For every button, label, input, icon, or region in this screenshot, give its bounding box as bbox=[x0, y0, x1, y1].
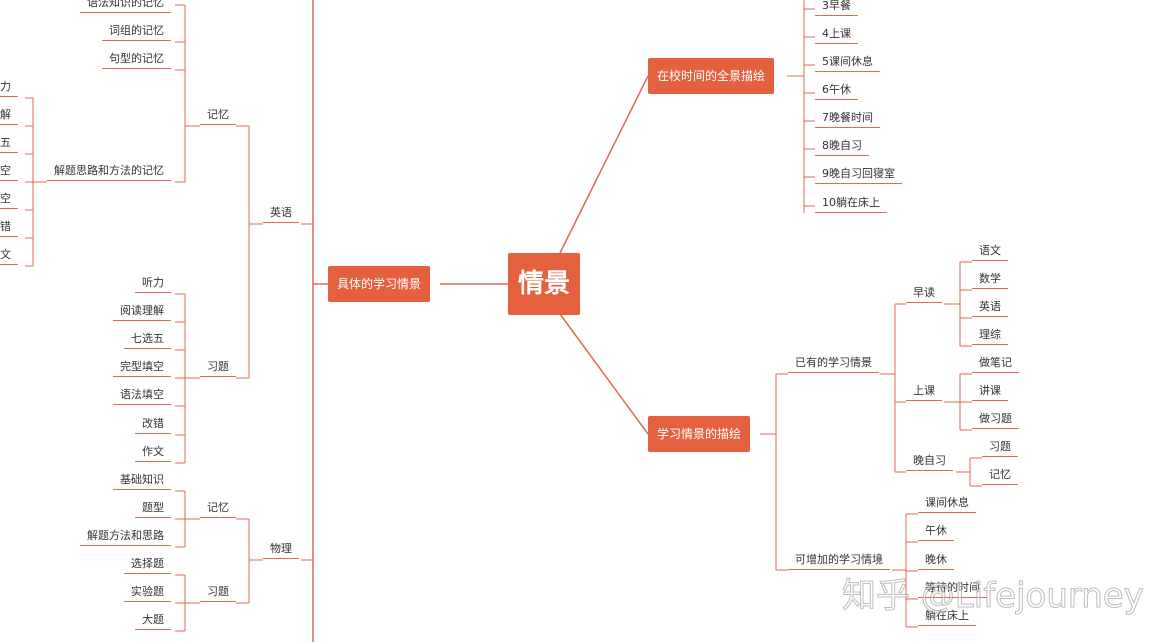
list-item[interactable]: 实验题 bbox=[124, 581, 171, 602]
list-item[interactable]: 6午休 bbox=[815, 79, 858, 100]
list-item[interactable]: 选择题 bbox=[124, 553, 171, 574]
list-item[interactable]: 做笔记 bbox=[972, 352, 1019, 373]
main-node-school-time[interactable]: 在校时间的全景描绘 bbox=[648, 58, 775, 94]
list-item[interactable]: 句型的记忆 bbox=[102, 48, 171, 69]
list-item[interactable]: 文 bbox=[0, 244, 18, 265]
list-item[interactable]: 晚休 bbox=[918, 549, 954, 570]
list-item[interactable]: 大题 bbox=[135, 609, 171, 630]
node-class[interactable]: 上课 bbox=[906, 380, 942, 401]
node-physics[interactable]: 物理 bbox=[263, 538, 299, 559]
list-item[interactable]: 躺在床上 bbox=[918, 605, 976, 626]
node-evening-study[interactable]: 晚自习 bbox=[906, 450, 953, 471]
list-item[interactable]: 完型填空 bbox=[113, 356, 171, 377]
list-item[interactable]: 解题方法和思路 bbox=[80, 525, 171, 546]
node-morning-reading[interactable]: 早读 bbox=[906, 282, 942, 303]
list-item[interactable]: 理综 bbox=[972, 324, 1008, 345]
connector-line bbox=[559, 75, 649, 254]
main-node-specific-scenes[interactable]: 具体的学习情景 bbox=[328, 266, 431, 302]
list-item[interactable]: 记忆 bbox=[982, 464, 1018, 485]
list-item[interactable]: 课间休息 bbox=[918, 492, 976, 513]
node-addable-scenes[interactable]: 可增加的学习情境 bbox=[788, 549, 890, 570]
node-english[interactable]: 英语 bbox=[263, 202, 299, 223]
connector-line bbox=[559, 313, 649, 435]
list-item[interactable]: 做习题 bbox=[972, 408, 1019, 429]
list-item[interactable]: 空 bbox=[0, 188, 18, 209]
list-item[interactable]: 英语 bbox=[972, 296, 1008, 317]
node-existing-scenes[interactable]: 已有的学习情景 bbox=[788, 352, 879, 373]
list-item[interactable]: 题型 bbox=[135, 497, 171, 518]
list-item[interactable]: 空 bbox=[0, 160, 18, 181]
list-item[interactable]: 基础知识 bbox=[113, 469, 171, 490]
list-item[interactable]: 3早餐 bbox=[815, 0, 858, 16]
watermark: 知乎 @Lifejourney bbox=[842, 576, 1145, 617]
list-item[interactable]: 数学 bbox=[972, 268, 1008, 289]
main-node-scene-description[interactable]: 学习情景的描绘 bbox=[648, 416, 751, 452]
list-item[interactable]: 8晚自习 bbox=[815, 135, 869, 156]
list-item[interactable]: 习题 bbox=[982, 436, 1018, 457]
node-physics-memory[interactable]: 记忆 bbox=[200, 497, 236, 518]
list-item[interactable]: 午休 bbox=[918, 520, 954, 541]
list-item[interactable]: 等待的时间 bbox=[918, 577, 987, 598]
list-item[interactable]: 五 bbox=[0, 132, 18, 153]
list-item[interactable]: 力 bbox=[0, 76, 18, 97]
list-item[interactable]: 词组的记忆 bbox=[102, 20, 171, 41]
list-item[interactable]: 语法填空 bbox=[113, 384, 171, 405]
list-item[interactable]: 七选五 bbox=[124, 328, 171, 349]
list-item[interactable]: 语法知识的记忆 bbox=[80, 0, 171, 13]
list-item[interactable]: 解题思路和方法的记忆 bbox=[47, 160, 171, 181]
list-item[interactable]: 7晚餐时间 bbox=[815, 107, 880, 128]
list-item[interactable]: 10躺在床上 bbox=[815, 192, 887, 213]
node-english-memory[interactable]: 记忆 bbox=[200, 104, 236, 125]
list-item[interactable]: 5课间休息 bbox=[815, 51, 880, 72]
node-english-exercise[interactable]: 习题 bbox=[200, 356, 236, 377]
list-item[interactable]: 改错 bbox=[135, 413, 171, 434]
list-item[interactable]: 4上课 bbox=[815, 23, 858, 44]
node-physics-exercise[interactable]: 习题 bbox=[200, 581, 236, 602]
list-item[interactable]: 解 bbox=[0, 104, 18, 125]
root-node[interactable]: 情景 bbox=[508, 253, 580, 315]
list-item[interactable]: 作文 bbox=[135, 441, 171, 462]
list-item[interactable]: 讲课 bbox=[972, 380, 1008, 401]
list-item[interactable]: 听力 bbox=[135, 272, 171, 293]
list-item[interactable]: 9晚自习回寝室 bbox=[815, 163, 902, 184]
list-item[interactable]: 语文 bbox=[972, 240, 1008, 261]
list-item[interactable]: 错 bbox=[0, 216, 18, 237]
list-item[interactable]: 阅读理解 bbox=[113, 300, 171, 321]
